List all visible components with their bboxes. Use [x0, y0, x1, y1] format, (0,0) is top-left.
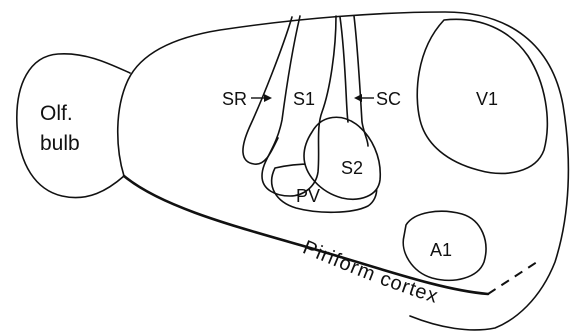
sr-arrowhead: [264, 94, 272, 102]
sc-arrowhead: [354, 94, 362, 102]
v1-label: V1: [476, 89, 498, 109]
olfactory-bulb-label-line2: bulb: [40, 132, 80, 155]
area-a1-outline: [402, 210, 487, 282]
area-sc-border: [353, 15, 369, 147]
area-v1-outline: [416, 18, 549, 175]
rhinal-fissure-line: [122, 174, 490, 296]
olfactory-bulb-outline: [16, 53, 131, 199]
s1-label: S1: [293, 89, 315, 109]
cortex-outline: [116, 11, 570, 331]
a1-label: A1: [430, 240, 452, 260]
sr-label: SR: [222, 89, 247, 109]
sc-label: SC: [376, 89, 401, 109]
pv-label: PV: [296, 186, 320, 206]
olfactory-bulb-label-line1: Olf.: [40, 102, 73, 125]
area-s2-outline: [303, 116, 382, 200]
s2-label: S2: [341, 158, 363, 178]
area-sr-outline: [242, 16, 293, 165]
area-s1-outline: [261, 15, 337, 197]
dashed-boundary: [487, 259, 541, 295]
area-sc-outline: [339, 16, 349, 123]
